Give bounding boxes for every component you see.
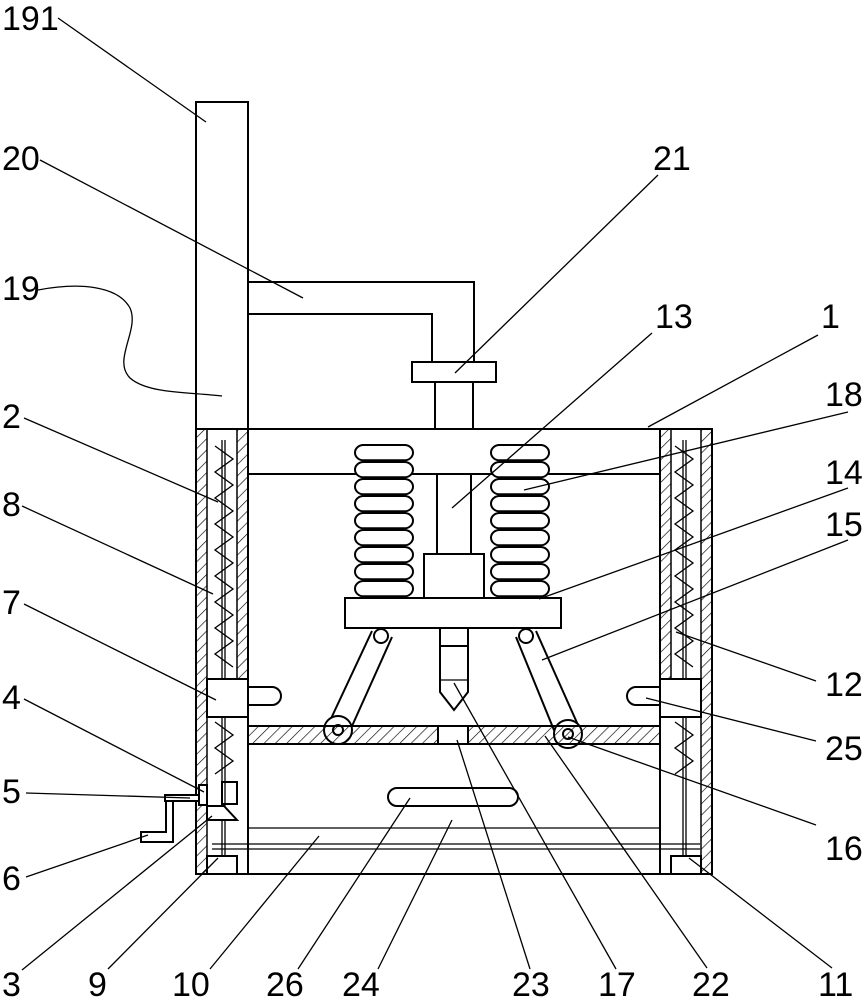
label-6: 6 — [2, 860, 21, 898]
label-13: 13 — [655, 298, 693, 336]
label-17: 17 — [598, 966, 636, 1000]
right-lower-spring — [673, 721, 695, 775]
label-2: 2 — [2, 398, 21, 436]
label-19: 19 — [2, 270, 40, 308]
label-21: 21 — [653, 140, 691, 178]
label-1: 1 — [821, 298, 840, 336]
label-18: 18 — [825, 376, 863, 414]
left-lower-spring — [213, 721, 235, 775]
label-4: 4 — [2, 679, 21, 717]
label-10: 10 — [172, 966, 210, 1000]
center-block — [437, 725, 469, 745]
label-191: 191 — [2, 0, 59, 38]
label-12: 12 — [825, 666, 863, 704]
motor-block — [423, 553, 485, 599]
label-8: 8 — [2, 486, 21, 524]
left-coil-spring — [354, 444, 414, 598]
label-20: 20 — [2, 140, 40, 178]
vertical-post — [195, 101, 249, 430]
springs — [354, 444, 550, 598]
label-11: 11 — [818, 966, 853, 1000]
chuck — [439, 627, 469, 647]
label-15: 15 — [825, 506, 863, 544]
label-5: 5 — [2, 773, 21, 811]
collar — [411, 361, 497, 383]
central-rod — [436, 473, 472, 555]
left-upper-spring — [213, 445, 235, 668]
label-24: 24 — [342, 966, 380, 1000]
connecting-arm — [248, 281, 475, 362]
right-slot — [626, 686, 660, 706]
mounting-plate — [344, 597, 562, 629]
label-26: 26 — [266, 966, 304, 1000]
label-25: 25 — [825, 730, 863, 768]
leader-lines — [21, 17, 849, 971]
label-3: 3 — [2, 966, 21, 1000]
bottom-slot — [387, 787, 519, 807]
label-7: 7 — [2, 584, 21, 622]
right-slider — [659, 678, 702, 718]
right-coil-spring — [490, 444, 550, 598]
label-9: 9 — [88, 966, 107, 1000]
left-slider — [206, 678, 249, 718]
label-16: 16 — [825, 830, 863, 868]
right-upper-spring — [673, 445, 695, 668]
label-22: 22 — [692, 966, 730, 1000]
label-23: 23 — [512, 966, 550, 1000]
connecting-arm-inner — [248, 313, 433, 362]
left-slot — [248, 686, 282, 706]
drill-bit — [439, 645, 469, 712]
label-14: 14 — [825, 454, 863, 492]
